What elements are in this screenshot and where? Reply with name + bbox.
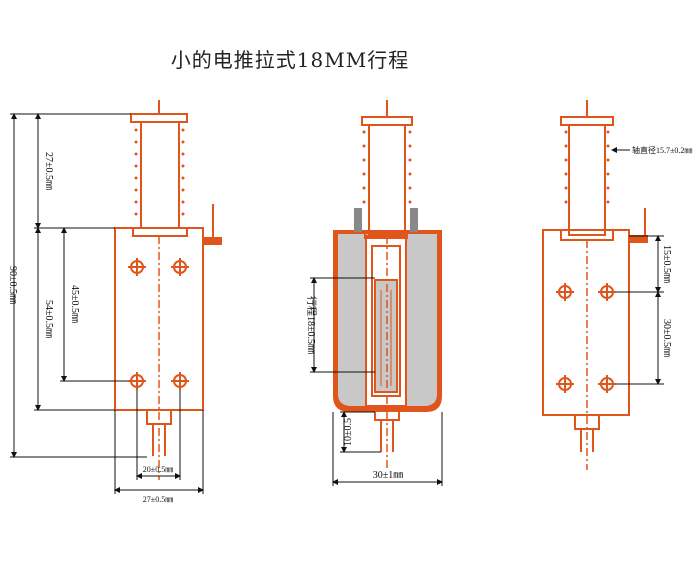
left-plunger bbox=[140, 121, 180, 229]
dim-27-bottom: 27±0.5㎜ bbox=[143, 495, 173, 504]
left-spring bbox=[134, 128, 185, 216]
dim-30-middle: 30±1㎜ bbox=[373, 470, 404, 481]
right-mount-holes bbox=[556, 283, 616, 393]
left-view bbox=[114, 100, 222, 480]
left-top-plate bbox=[132, 227, 188, 237]
diagram-title: 小的电推拉式18MM行程 bbox=[170, 48, 410, 72]
dim-10: 10±0.5 bbox=[343, 418, 354, 446]
shaft-note: 轴直径15.7±0.2㎜ bbox=[632, 145, 692, 155]
dim-stroke: 行程18±0.5㎜ bbox=[305, 296, 318, 354]
dim-27-top: 27±0.5㎜ bbox=[43, 152, 54, 190]
dim-54: 54±0.5㎜ bbox=[43, 300, 54, 338]
dim-45: 45±0.5㎜ bbox=[69, 285, 80, 323]
left-top-cap bbox=[130, 113, 188, 123]
middle-dimensions bbox=[310, 277, 443, 486]
dim-15: 15±0.5㎜ bbox=[661, 245, 672, 283]
right-dimensions bbox=[611, 147, 664, 385]
dim-20: 20±0.5㎜ bbox=[143, 465, 173, 474]
right-view bbox=[542, 100, 648, 470]
dim-90: 90±0.5㎜ bbox=[7, 266, 18, 304]
left-mount-holes bbox=[128, 258, 189, 390]
dim-30-right: 30±0.5㎜ bbox=[661, 319, 672, 357]
left-dimensions bbox=[10, 113, 204, 494]
right-frame bbox=[542, 229, 630, 416]
